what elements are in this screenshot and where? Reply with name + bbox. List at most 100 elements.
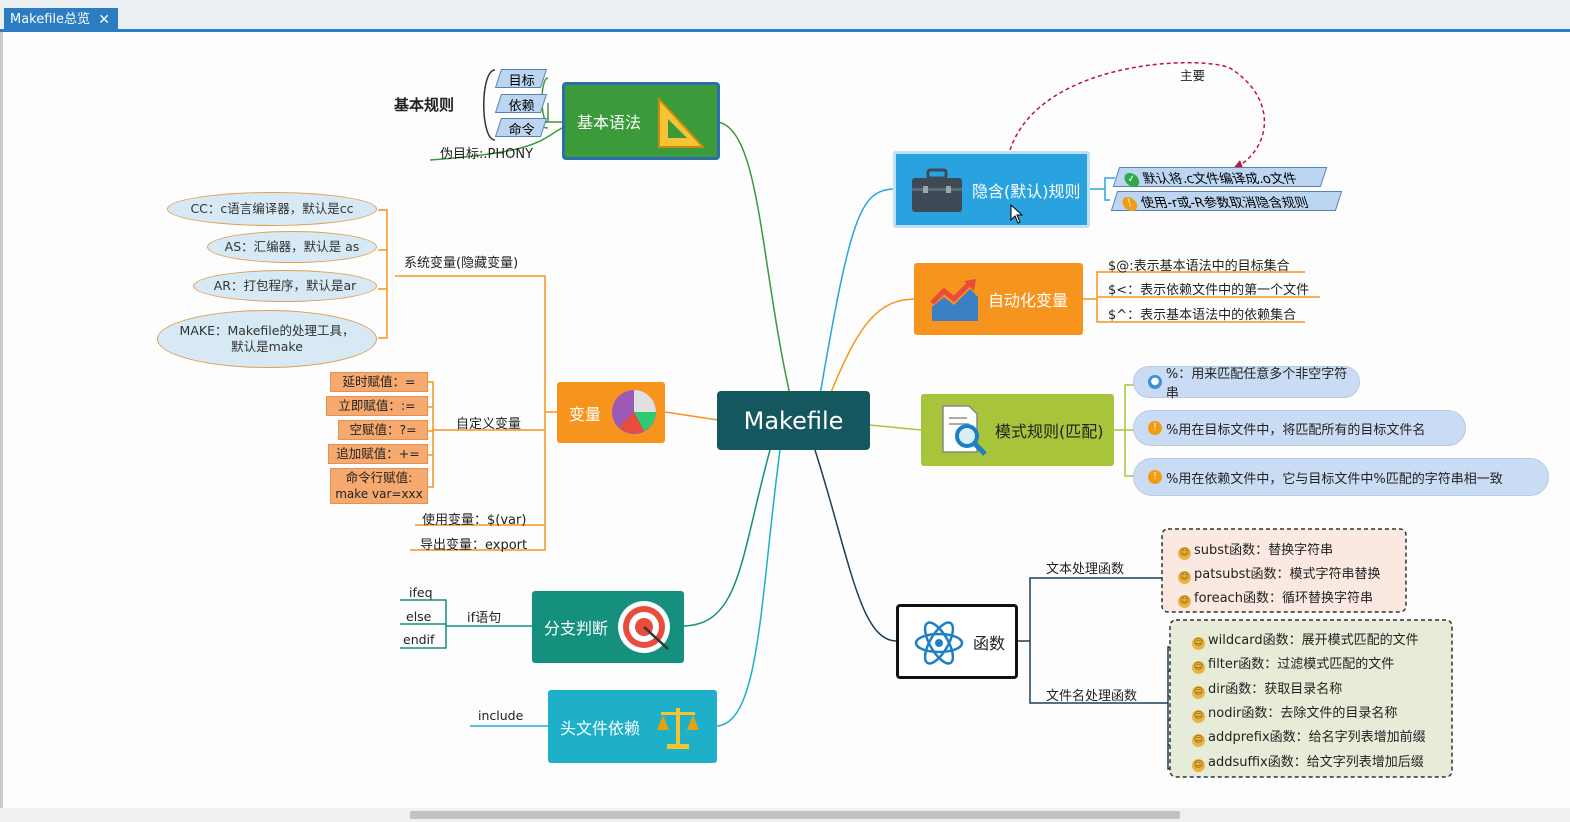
system-variables-label[interactable]: 系统变量(隐藏变量) <box>404 256 519 271</box>
smile-icon: ☺ <box>1192 661 1205 674</box>
branch-node[interactable]: 分支判断 <box>532 591 684 663</box>
connector-auto <box>829 298 915 396</box>
triangle-ruler-icon <box>658 96 706 148</box>
text-functions-group <box>1161 528 1407 613</box>
func-nodir[interactable]: ☺nodir函数：去除文件的目录名称 <box>1192 706 1398 723</box>
connector-pattern <box>869 424 922 431</box>
use-variable-label[interactable]: 使用变量：$(var) <box>422 513 527 528</box>
func-dir[interactable]: ☺dir函数：获取目录名称 <box>1192 682 1343 699</box>
basic-syntax-label: 基本语法 <box>577 113 642 132</box>
custom-var-immediate[interactable]: 立即赋值：:= <box>326 396 428 416</box>
main-annotation: 主要 <box>1178 65 1208 84</box>
basic-rules-label: 基本规则 <box>394 96 455 114</box>
auto-var-first-dep[interactable]: $<：表示依赖文件中的第一个文件 <box>1108 283 1310 298</box>
auto-var-all-deps[interactable]: $^：表示基本语法中的依赖集合 <box>1108 308 1297 323</box>
file-functions-group <box>1169 619 1453 778</box>
header-dependency-label: 头文件依赖 <box>560 718 641 738</box>
center-label: Makefile <box>743 406 844 435</box>
smile-icon: ☺ <box>1192 710 1205 723</box>
warning-icon: ! <box>1148 421 1162 435</box>
functions-label: 函数 <box>973 633 1006 653</box>
phony-label[interactable]: 伪目标:.PHONY <box>440 147 534 162</box>
func-wildcard[interactable]: ☺wildcard函数：展开模式匹配的文件 <box>1192 633 1419 650</box>
warning-icon: ! <box>1120 196 1140 211</box>
connector-basic <box>717 121 791 396</box>
pattern-rules-node[interactable]: 模式规则(匹配) <box>921 394 1114 466</box>
connector-implicit <box>819 188 894 396</box>
smile-icon: ☺ <box>1192 734 1205 747</box>
implicit-rules-node[interactable]: 隐含(默认)规则 <box>893 151 1090 228</box>
smile-icon: ☺ <box>1192 637 1205 650</box>
warning-icon: ! <box>1148 470 1162 484</box>
center-node[interactable]: Makefile <box>717 391 870 450</box>
pattern-item-wildcard[interactable]: ●%：用来匹配任意多个非空字符串 <box>1133 366 1360 401</box>
custom-var-cmdline[interactable]: 命令行赋值: make var=xxx <box>330 468 428 504</box>
branch-item-ifeq[interactable]: ifeq <box>409 585 433 600</box>
basic-item-command[interactable]: 命令 <box>494 118 548 138</box>
target-icon <box>618 601 670 653</box>
system-var-as[interactable]: AS：汇编器，默认是 as <box>207 231 377 263</box>
connector-variables <box>664 411 719 421</box>
cursor-icon <box>1010 204 1024 224</box>
custom-var-append[interactable]: 追加赋值：+= <box>328 444 428 464</box>
system-var-make[interactable]: MAKE：Makefile的处理工具， 默认是make <box>157 310 377 368</box>
implicit-rules-label: 隐含(默认)规则 <box>972 181 1081 201</box>
functions-node[interactable]: 函数 <box>896 604 1018 679</box>
auto-var-target[interactable]: $@:表示基本语法中的目标集合 <box>1108 259 1290 274</box>
check-icon: ✓ <box>1122 172 1142 187</box>
implicit-item-disable[interactable]: !使用-r或-R参数取消隐含规则 <box>1110 191 1343 211</box>
branch-label: 分支判断 <box>544 619 609 638</box>
horizontal-scrollbar[interactable] <box>0 808 1570 822</box>
smile-icon: ☺ <box>1178 547 1191 560</box>
magnifier-document-icon <box>942 405 987 456</box>
variables-label: 变量 <box>569 404 602 424</box>
variables-node[interactable]: 变量 <box>557 382 665 443</box>
smile-icon: ☺ <box>1192 686 1205 699</box>
custom-var-conditional[interactable]: 空赋值：?= <box>338 420 428 440</box>
func-addprefix[interactable]: ☺addprefix函数：给名字列表增加前缀 <box>1192 730 1426 747</box>
basic-syntax-node[interactable]: 基本语法 <box>562 82 720 160</box>
file-functions-label[interactable]: 文件名处理函数 <box>1046 689 1138 704</box>
auto-variables-node[interactable]: 自动化变量 <box>914 263 1083 335</box>
connector-branch <box>682 449 771 627</box>
text-functions-label[interactable]: 文本处理函数 <box>1046 562 1125 577</box>
custom-variables-label[interactable]: 自定义变量 <box>456 417 522 432</box>
branch-item-else[interactable]: else <box>406 609 432 624</box>
if-statement-label[interactable]: if语句 <box>467 611 502 626</box>
func-patsubst[interactable]: ☺patsubst函数：模式字符串替换 <box>1178 567 1381 584</box>
connector-header <box>715 449 781 727</box>
system-var-ar[interactable]: AR：打包程序，默认是ar <box>193 270 377 302</box>
tab-title: Makefile总览 <box>10 12 91 27</box>
branch-item-endif[interactable]: endif <box>403 632 435 647</box>
func-subst[interactable]: ☺subst函数：替换字符串 <box>1178 543 1334 560</box>
basic-item-target[interactable]: 目标 <box>494 69 548 89</box>
func-filter[interactable]: ☺filter函数：过滤模式匹配的文件 <box>1192 657 1395 674</box>
connector-functions <box>814 449 897 642</box>
custom-var-deferred[interactable]: 延时赋值：= <box>330 372 428 392</box>
scale-icon <box>657 708 699 749</box>
basic-item-dependency[interactable]: 依赖 <box>494 94 548 114</box>
smile-icon: ☺ <box>1178 595 1191 608</box>
close-icon[interactable]: ✕ <box>98 12 110 28</box>
pattern-item-target[interactable]: !%用在目标文件中，将匹配所有的目标文件名 <box>1133 410 1466 446</box>
title-bar: Makefile总览 ✕ <box>0 0 1570 32</box>
pattern-item-dependency[interactable]: !%用在依赖文件中，它与目标文件中%匹配的字符串相一致 <box>1133 458 1549 496</box>
system-var-cc[interactable]: CC：c语言编译器，默认是cc <box>167 192 377 226</box>
smile-icon: ☺ <box>1178 571 1191 584</box>
chart-up-icon <box>930 279 978 321</box>
pattern-rules-label: 模式规则(匹配) <box>995 422 1104 441</box>
func-addsuffix[interactable]: ☺addsuffix函数：给文字列表增加后缀 <box>1192 755 1424 772</box>
implicit-item-compile[interactable]: ✓默认将.c文件编译成.o文件 <box>1112 167 1328 187</box>
tab-makefile-overview[interactable]: Makefile总览 ✕ <box>4 8 118 32</box>
func-foreach[interactable]: ☺foreach函数：循环替换字符串 <box>1178 591 1373 608</box>
pie-chart-icon <box>612 390 656 434</box>
scrollbar-thumb[interactable] <box>410 811 1180 819</box>
header-dependency-node[interactable]: 头文件依赖 <box>548 690 717 763</box>
auto-variables-label: 自动化变量 <box>988 291 1069 310</box>
export-variable-label[interactable]: 导出变量：export <box>420 538 528 553</box>
smile-icon: ☺ <box>1192 759 1205 772</box>
atom-icon <box>914 621 964 665</box>
include-label[interactable]: include <box>478 708 524 723</box>
user-icon: ● <box>1148 375 1162 389</box>
